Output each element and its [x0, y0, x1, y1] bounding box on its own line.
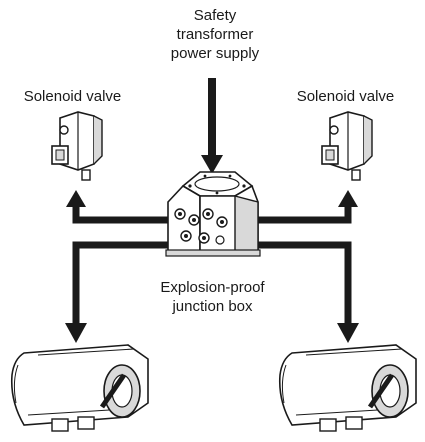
power-supply-label: Safety transformer power supply: [140, 6, 290, 63]
junction-box-label: Explosion-proof junction box: [130, 278, 295, 316]
camera-housing-icon: [278, 344, 417, 432]
solenoid-valve-icon: [321, 111, 373, 181]
left-valve-connection: [66, 190, 168, 224]
power-supply-label-line-3: power supply: [170, 45, 260, 62]
right-camera-connection: [258, 241, 359, 343]
left-camera-connection: [65, 241, 168, 343]
junction-box-icon: [165, 171, 261, 257]
junction-box-label-line-1: Explosion-proof: [160, 279, 265, 296]
solenoid-valve-icon: [51, 111, 103, 181]
right-valve-connection: [258, 190, 358, 224]
junction-box-label-line-2: junction box: [172, 298, 253, 315]
left-valve-label: Solenoid valve: [23, 88, 122, 105]
power-supply-connection: [201, 78, 223, 174]
power-supply-label-line-2: transformer: [176, 26, 254, 43]
power-supply-label-line-1: Safety: [193, 7, 237, 24]
camera-housing-icon: [10, 344, 149, 432]
right-valve-label: Solenoid valve: [296, 88, 395, 105]
